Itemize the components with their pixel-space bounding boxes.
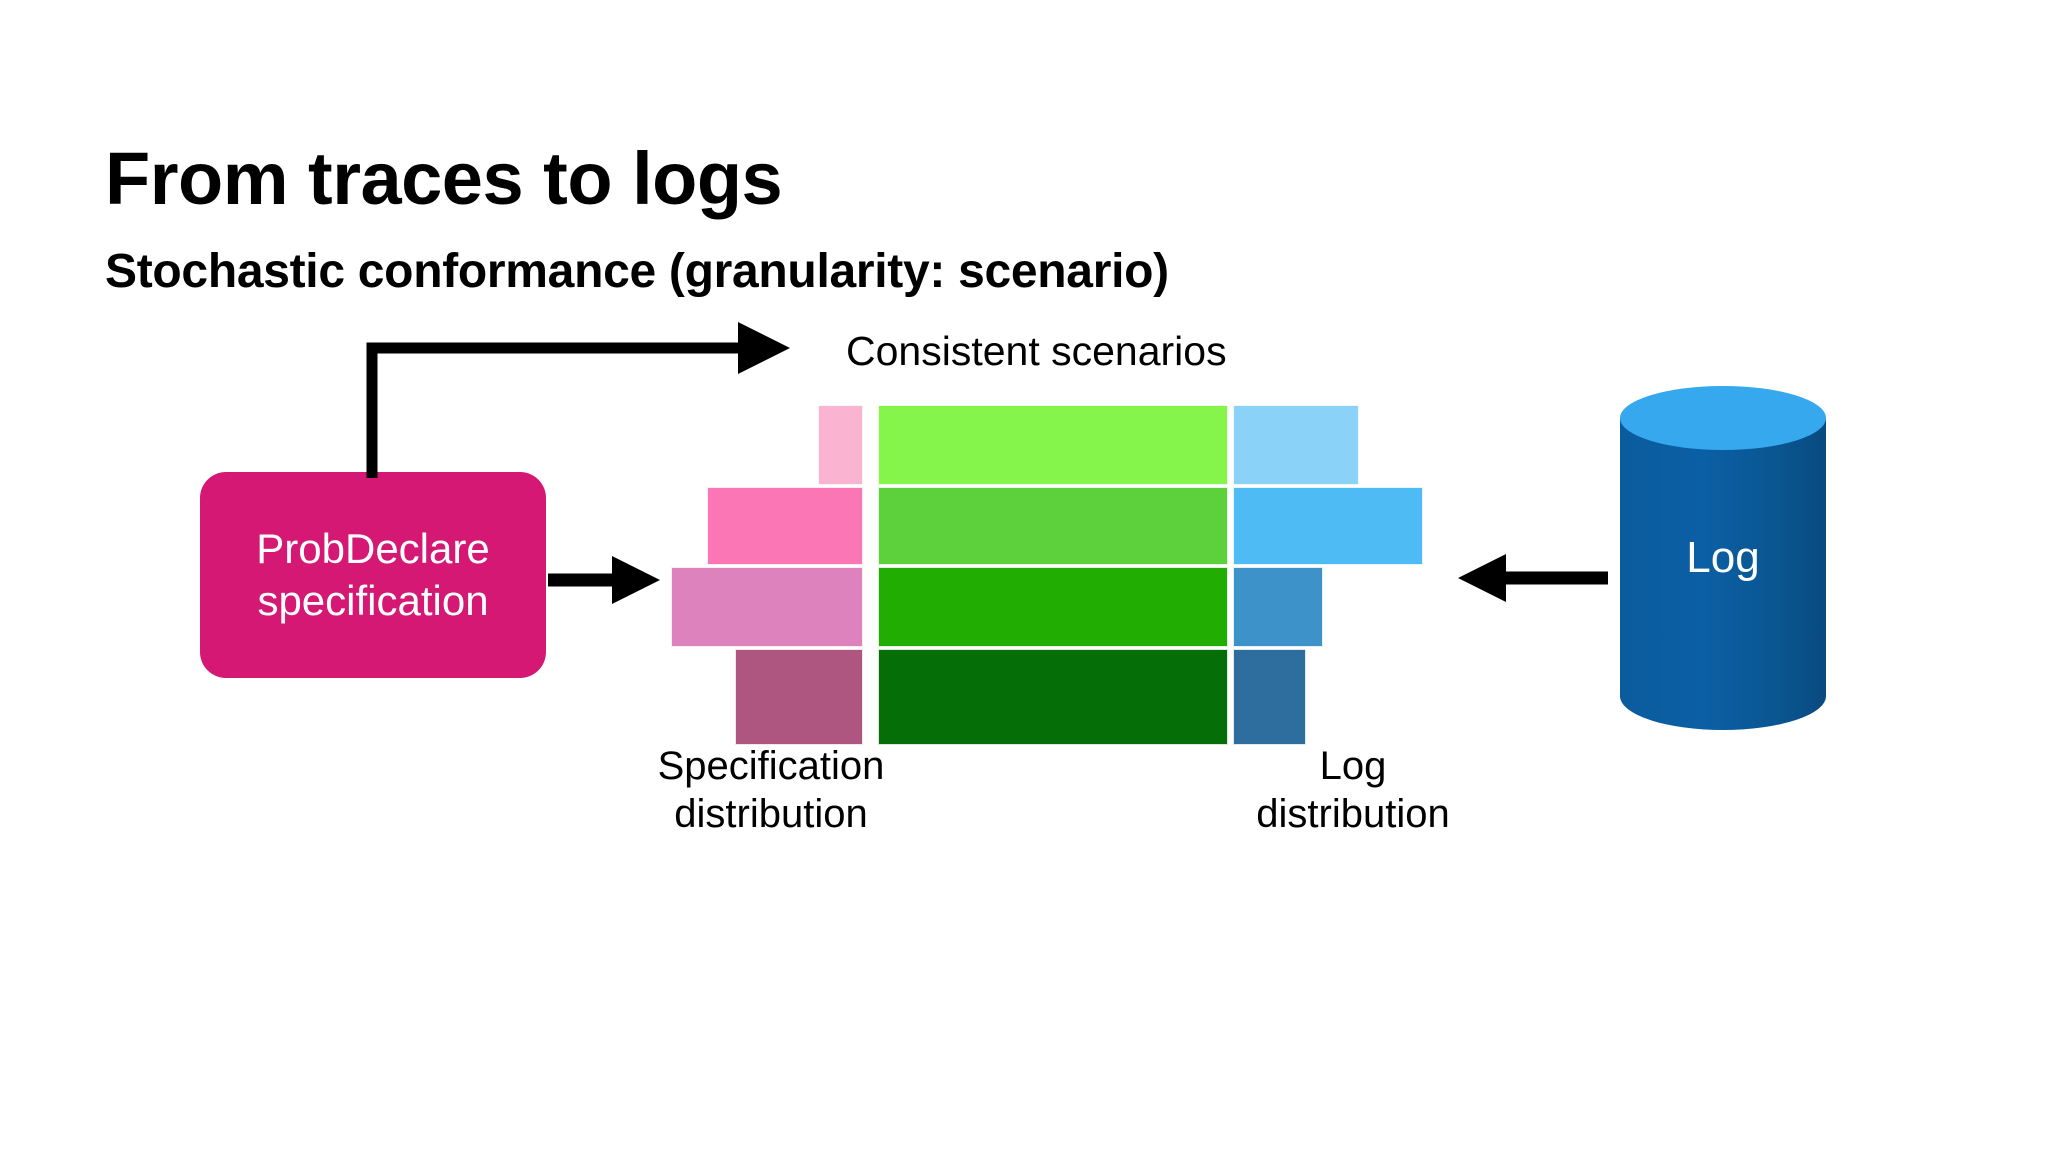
spec-bar-1[interactable] xyxy=(818,405,863,485)
spec-bar-2[interactable] xyxy=(707,487,863,565)
specification-distribution-label: Specification distribution xyxy=(657,744,885,836)
cylinder-top-ellipse xyxy=(1620,386,1826,450)
spec-bar-4[interactable] xyxy=(735,649,863,745)
page-title: From traces to logs xyxy=(105,136,783,220)
scenario-bar-1[interactable] xyxy=(878,405,1228,485)
log-bar-1[interactable] xyxy=(1233,405,1359,485)
consistent-scenarios-label: Consistent scenarios xyxy=(846,328,1227,374)
log-cylinder-label: Log xyxy=(1686,533,1760,582)
cylinder-body xyxy=(1620,418,1826,730)
scenario-bar-3[interactable] xyxy=(878,567,1228,647)
log-database-cylinder[interactable]: Log xyxy=(1620,386,1826,760)
log-bar-4[interactable] xyxy=(1233,649,1306,745)
log-distribution-label: Log distribution xyxy=(1256,744,1450,836)
spec-box-line-2: specification xyxy=(257,577,489,624)
scenario-bar-2[interactable] xyxy=(878,487,1228,565)
log-bar-3[interactable] xyxy=(1233,567,1323,647)
page-subtitle: Stochastic conformance (granularity: sce… xyxy=(105,244,1169,298)
probdeclare-specification-box[interactable]: ProbDeclare specification xyxy=(200,472,546,678)
scenario-bar-4[interactable] xyxy=(878,649,1228,745)
log-bar-2[interactable] xyxy=(1233,487,1423,565)
spec-bar-3[interactable] xyxy=(671,567,863,647)
spec-box-line-1: ProbDeclare xyxy=(256,524,490,572)
